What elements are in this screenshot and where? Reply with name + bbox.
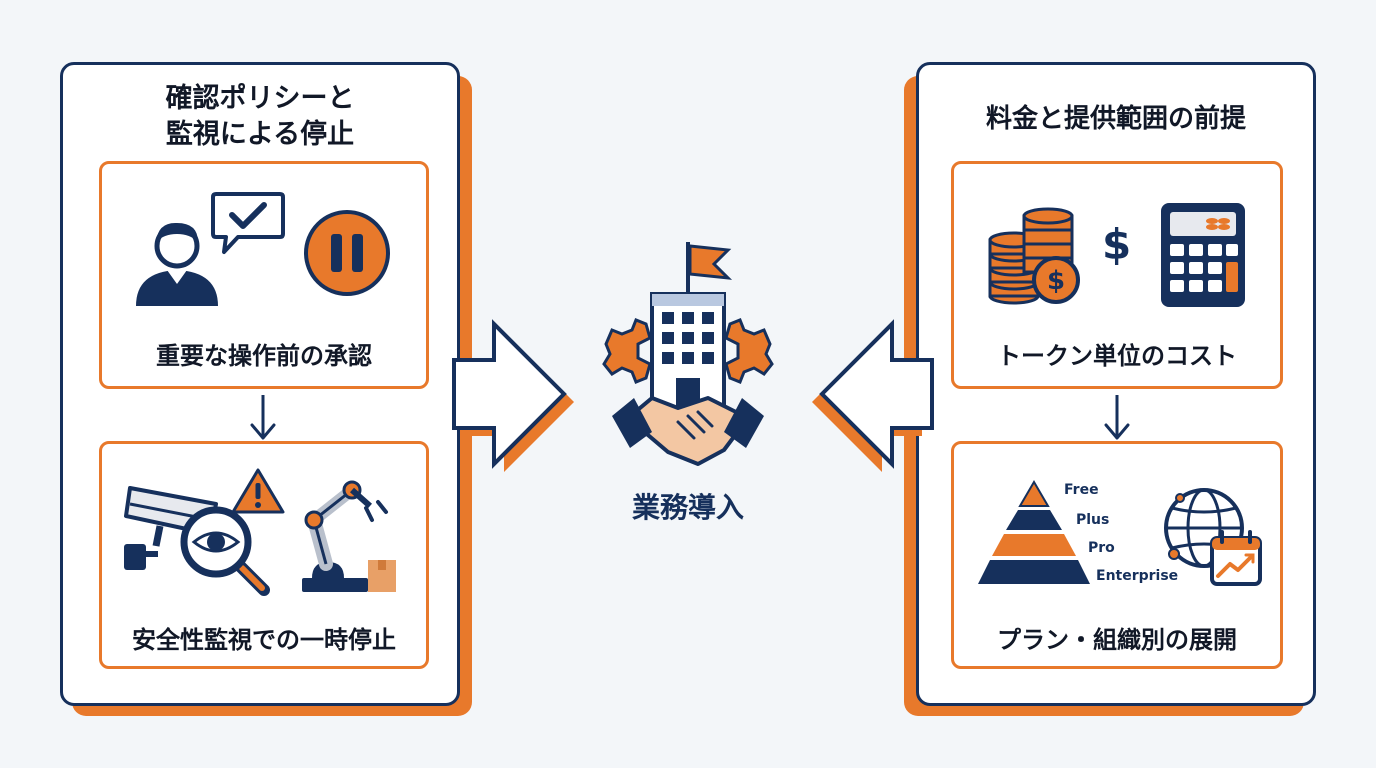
token-cost-card: $ $ トークン単位のコスト [951, 161, 1283, 389]
tier-label-free: Free [1064, 482, 1099, 498]
safety-monitoring-card-label: 安全性監視での一時停止 [132, 626, 396, 654]
approval-card: 重要な操作前の承認 [99, 161, 429, 389]
approval-card-label: 重要な操作前の承認 [156, 342, 372, 370]
left-pointing-arrow [812, 319, 934, 472]
magnifier-eye-icon [180, 506, 270, 596]
tier-label-plus: Plus [1076, 512, 1110, 528]
left-panel: 確認ポリシーと 監視による停止 重要な操作前の承認 [60, 62, 460, 706]
business-adoption-label: 業務導入 [631, 491, 744, 524]
person-icon [136, 222, 218, 306]
calculator-icon [1161, 203, 1245, 307]
dollar-sign: $ [1102, 220, 1132, 269]
plan-rollout-card: Free Plus Pro Enterprise プラン・組織別の展開 [951, 441, 1283, 669]
token-cost-card-label: トークン単位のコスト [997, 342, 1237, 370]
left-panel-title-line2: 監視による停止 [165, 119, 355, 150]
down-arrow-icon-right [1104, 395, 1130, 440]
plan-rollout-card-label: プラン・組織別の展開 [997, 626, 1237, 654]
right-panel: 料金と提供範囲の前提 $ $ [916, 62, 1316, 706]
coins-icon: $ [988, 207, 1080, 305]
pause-icon [304, 210, 390, 296]
svg-text:$: $ [1047, 266, 1065, 296]
tier-label-pro: Pro [1088, 540, 1115, 556]
robot-arm-icon [302, 480, 396, 592]
globe-calendar-icon [1164, 488, 1262, 586]
business-adoption-icon [602, 242, 774, 466]
pyramid-icon [978, 480, 1090, 584]
safety-monitoring-card: 安全性監視での一時停止 [99, 441, 429, 669]
right-pointing-arrow [452, 319, 574, 472]
right-panel-title: 料金と提供範囲の前提 [985, 104, 1246, 134]
warning-icon [231, 468, 285, 514]
approval-speech-bubble-icon [211, 192, 285, 254]
tier-label-enterprise: Enterprise [1096, 568, 1179, 584]
down-arrow-icon [250, 395, 276, 440]
left-panel-title-line1: 確認ポリシーと [165, 83, 355, 114]
